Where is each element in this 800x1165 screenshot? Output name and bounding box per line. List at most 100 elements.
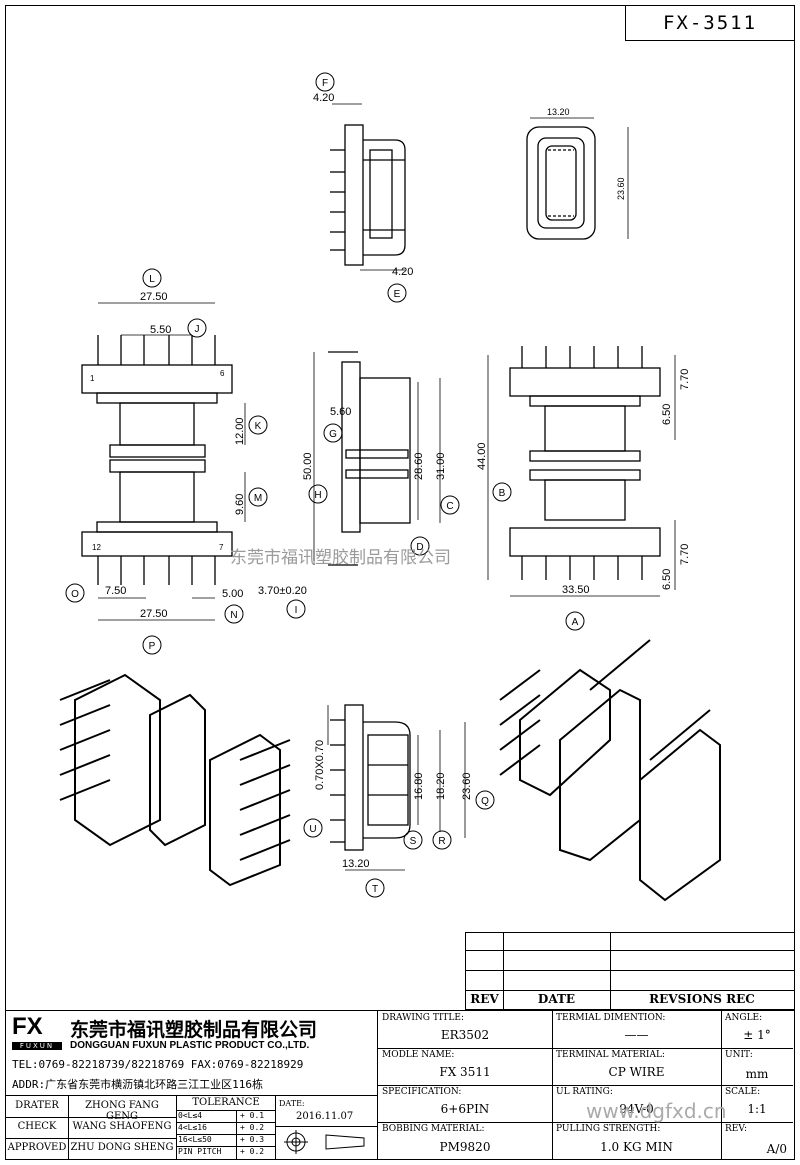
unit-label: UNIT: <box>725 1050 753 1060</box>
modle-name-value: FX 3511 <box>439 1065 491 1079</box>
signoff-name-drater: ZHONG FANG GENG <box>85 1100 159 1122</box>
tol-value-3: + 0.3 <box>240 1135 265 1144</box>
field-modle-name: MODLE NAME: FX 3511 <box>378 1048 552 1085</box>
callout-g: G <box>329 429 337 440</box>
dim-4-20-top: 4.20 <box>313 92 334 104</box>
callout-a: A <box>572 617 579 628</box>
dim-3-70: 3.70±0.20 <box>258 585 307 597</box>
specification-value: 6+6PIN <box>440 1102 490 1116</box>
part-number-box: FX-3511 <box>625 5 795 41</box>
view-iso-right <box>499 639 721 902</box>
view-end-top <box>526 126 596 240</box>
dim-6-50-bot: 6.50 <box>661 569 673 590</box>
bobbing-material-label: BOBBING MATERIAL: <box>382 1124 485 1134</box>
watermark-company: 东莞市福讯塑胶制品有限公司 <box>230 548 451 568</box>
dim-7-50: 7.50 <box>105 585 126 597</box>
projection-symbol-icon <box>284 1130 365 1154</box>
tol-range-3: 16<L≤50 <box>178 1135 212 1144</box>
signoff-role-approved: APPROVED <box>7 1142 67 1153</box>
dim-16-80: 16.80 <box>413 772 425 800</box>
callout-k: K <box>255 421 262 432</box>
callout-t: T <box>372 884 378 895</box>
field-terminal-dimention: TERMIAL DIMENTION: —— <box>552 1011 721 1048</box>
tol-value-4: + 0.2 <box>240 1147 265 1156</box>
dim-5-00: 5.00 <box>222 588 243 600</box>
company-tel: TEL:0769-82218739/82218769 FAX:0769-8221… <box>12 1058 304 1071</box>
signoff-role-drater: DRATER <box>15 1100 59 1111</box>
callout-j: J <box>195 324 200 335</box>
field-ul-rating: UL RATING: 94V-0 <box>552 1085 721 1122</box>
pulling-strength-value: 1.0 KG MIN <box>600 1140 673 1154</box>
rev-value: A/0 <box>766 1142 787 1156</box>
field-pulling-strength: PULLING STRENGTH: 1.0 KG MIN <box>552 1122 721 1159</box>
callout-m: M <box>254 493 262 504</box>
company-logo: FX <box>12 1013 43 1040</box>
dim-6-50-top: 6.50 <box>661 404 673 425</box>
revision-table: REV DATE REVSIONS REC <box>465 932 795 1010</box>
callout-n: N <box>230 610 237 621</box>
drawing-title-value: ER3502 <box>440 1028 490 1042</box>
dim-9-60: 9.60 <box>234 494 246 515</box>
drawing-title-label: DRAWING TITLE: <box>382 1013 464 1023</box>
dim-50-00: 50.00 <box>302 452 314 480</box>
callout-r: R <box>438 836 445 847</box>
pulling-strength-label: PULLING STRENGTH: <box>556 1124 661 1134</box>
tol-value-1: + 0.1 <box>240 1111 265 1120</box>
unit-value: mm <box>745 1067 769 1081</box>
rev-label: REV: <box>725 1124 747 1134</box>
callout-p: P <box>149 641 156 652</box>
view-side-top <box>330 124 406 266</box>
field-rev: REV: A/0 <box>721 1122 793 1159</box>
signoff-name-check: WANG SHAOFENG <box>72 1121 172 1132</box>
tol-range-4: PIN PITCH <box>178 1147 222 1156</box>
pin-label-6: 6 <box>220 369 225 378</box>
signoff-role-check: CHECK <box>17 1121 57 1132</box>
dim-27-50-top: 27.50 <box>140 291 168 303</box>
terminal-dimention-value: —— <box>624 1028 649 1042</box>
dim-28-60: 28.60 <box>413 452 425 480</box>
technical-drawing: 4.20 13.20 23.60 4.20 27.50 5.50 12.00 9… <box>59 72 721 902</box>
specification-label: SPECIFICATION: <box>382 1087 462 1097</box>
company-name-cn: 东莞市福讯塑胶制品有限公司 <box>70 1019 318 1041</box>
field-terminal-material: TERMINAL MATERIAL: CP WIRE <box>552 1048 721 1085</box>
callout-s: S <box>410 836 417 847</box>
dim-23-60-bot: 23.60 <box>461 772 473 800</box>
bobbing-material-value: PM9820 <box>439 1140 491 1154</box>
view-front <box>81 335 233 585</box>
dim-7-70-bot: 7.70 <box>679 544 691 565</box>
terminal-material-value: CP WIRE <box>608 1065 665 1079</box>
callout-l: L <box>149 274 155 285</box>
angle-label: ANGLE: <box>725 1013 763 1023</box>
callout-f: F <box>322 78 328 89</box>
title-block: FX FUXUN 东莞市福讯塑胶制品有限公司 DONGGUAN FUXUN PL… <box>5 1010 795 1160</box>
dim-0-70: 0.70X0.70 <box>314 740 326 790</box>
dim-13-20-bot: 13.20 <box>342 858 370 870</box>
callout-u: U <box>309 824 316 835</box>
callout-q: Q <box>481 796 489 807</box>
rev-header-date: DATE <box>537 992 576 1006</box>
dim-13-20-top: 13.20 <box>547 107 570 117</box>
view-side-section <box>328 351 411 566</box>
pin-label-12: 12 <box>92 543 101 552</box>
tol-value-2: + 0.2 <box>240 1123 265 1132</box>
dim-4-20-bot: 4.20 <box>392 266 413 278</box>
company-name-en: DONGGUAN FUXUN PLASTIC PRODUCT CO.,LTD. <box>70 1040 310 1051</box>
terminal-dimention-label: TERMIAL DIMENTION: <box>556 1013 666 1023</box>
field-scale: SCALE: 1:1 <box>721 1085 793 1122</box>
scale-value: 1:1 <box>747 1102 767 1116</box>
dim-18-20: 18.20 <box>435 772 447 800</box>
company-addr: ADDR:广东省东莞市横沥镇北环路三江工业区116栋 <box>12 1078 263 1091</box>
watermark-site: www.dgfxd.cn <box>586 1099 727 1123</box>
callout-d: D <box>416 542 423 553</box>
view-iso-left <box>59 673 291 887</box>
dim-33-50: 33.50 <box>562 584 590 596</box>
company-logo-sub: FUXUN <box>12 1042 62 1050</box>
dim-44-00: 44.00 <box>476 442 488 470</box>
info-grid: DRAWING TITLE: ER3502 TERMIAL DIMENTION:… <box>378 1011 793 1159</box>
date-label: DATE: <box>279 1099 305 1108</box>
dim-23-60-right: 23.60 <box>616 177 626 200</box>
pin-label-1: 1 <box>90 374 95 383</box>
dim-12-00: 12.00 <box>234 417 246 445</box>
terminal-material-label: TERMINAL MATERIAL: <box>556 1050 665 1060</box>
tol-range-2: 4<L≤16 <box>178 1123 207 1132</box>
